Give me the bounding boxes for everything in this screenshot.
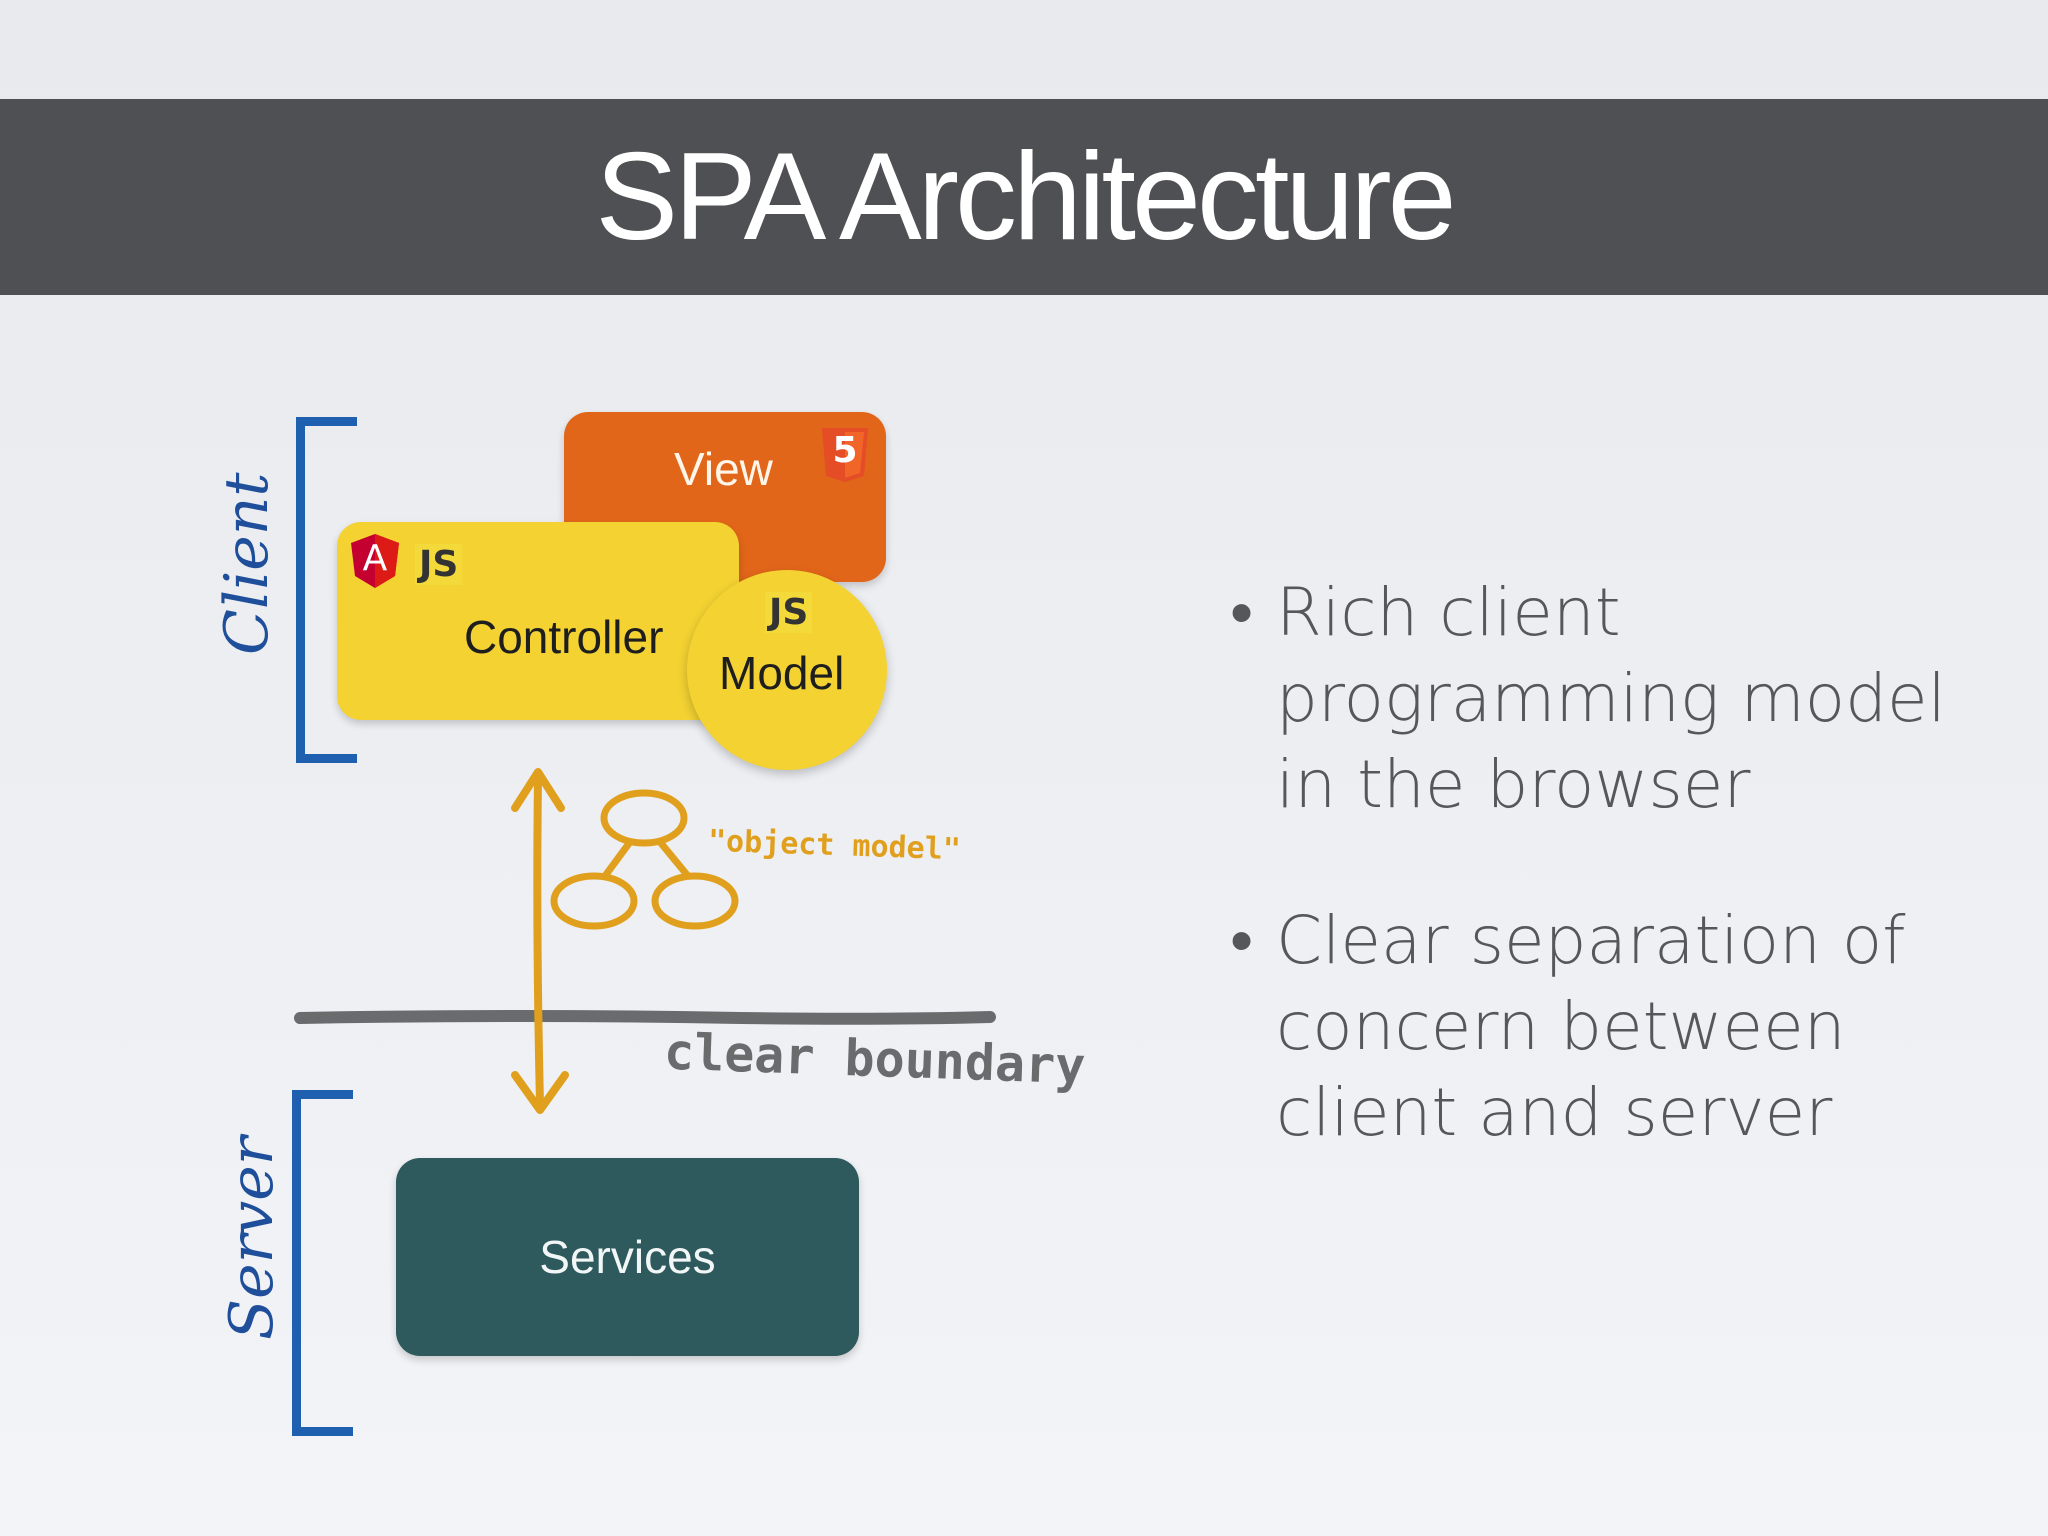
- bullet-text: Rich client programming model in the bro…: [1276, 574, 1946, 823]
- model-circle: JS Model: [687, 570, 887, 770]
- controller-label: Controller: [464, 611, 664, 663]
- bullet-text: Clear separation of concern between clie…: [1276, 902, 1906, 1151]
- html5-badge-text: 5: [832, 430, 858, 471]
- bullet-dot-icon: •: [1230, 574, 1254, 651]
- boundary-line: [294, 1010, 996, 1025]
- controller-js-badge: JS: [415, 544, 463, 585]
- angular-badge-text: A: [362, 538, 388, 579]
- services-box: Services: [396, 1158, 859, 1356]
- object-node-top: [600, 789, 688, 847]
- bullet-list: • Rich client programming model in the b…: [1230, 570, 2010, 1226]
- bullet-item: • Clear separation of concern between cl…: [1230, 898, 2010, 1156]
- client-label: Client: [212, 472, 282, 655]
- server-bracket: [292, 1090, 353, 1436]
- slide-title: SPA Architecture: [595, 128, 1456, 266]
- arrow-head-down: [511, 1071, 569, 1114]
- boundary-label: clear boundary: [663, 1022, 1087, 1096]
- angular-icon: A: [349, 532, 401, 590]
- html5-icon: 5: [820, 426, 870, 484]
- view-label: View: [674, 443, 773, 495]
- model-label: Model: [719, 647, 845, 699]
- object-node-left: [550, 872, 638, 930]
- services-label: Services: [539, 1231, 716, 1283]
- object-edge-right: [656, 838, 692, 880]
- arrow-head-up: [511, 768, 565, 812]
- controller-box: A JS Controller: [337, 522, 739, 720]
- bullet-dot-icon: •: [1230, 902, 1254, 979]
- object-node-right: [651, 872, 739, 930]
- client-bracket: [296, 417, 357, 763]
- model-js-badge: JS: [765, 592, 813, 633]
- object-model-label: "object model": [707, 823, 962, 868]
- object-edge-left: [601, 838, 634, 880]
- double-arrow-shaft: [533, 774, 544, 1109]
- title-bar: SPA Architecture: [0, 99, 2048, 295]
- server-label: Server: [217, 1136, 287, 1340]
- bullet-item: • Rich client programming model in the b…: [1230, 570, 2010, 828]
